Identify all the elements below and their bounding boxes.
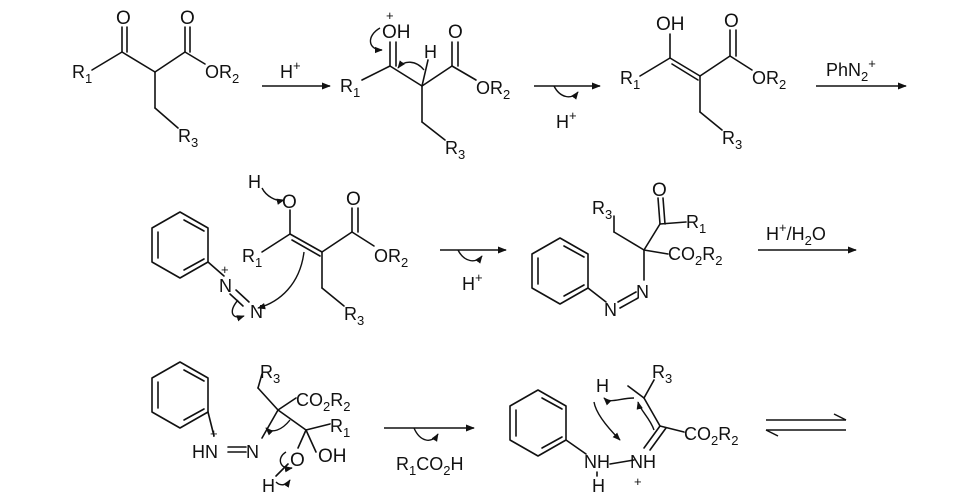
svg-text:R3: R3 [445, 138, 465, 162]
svg-text:OH: OH [382, 22, 411, 43]
svg-text:CO2R2: CO2R2 [668, 244, 722, 268]
hydroxyl-oxygen-label: O [290, 450, 305, 471]
benzene-ring [151, 211, 209, 279]
reaction-arrow-deprotonation-2: H+ [440, 246, 507, 294]
reagent-h-plus: H [280, 62, 293, 82]
svg-text:R1: R1 [686, 212, 706, 236]
nh-label: NH [584, 452, 610, 472]
curved-arrow-icon [369, 27, 383, 54]
svg-text:N: N [246, 442, 259, 462]
protonated-hn-label: HN [192, 442, 218, 462]
reaction-arrow-deprotonation-1: H+ [534, 82, 601, 132]
iminium-nh-label: NH [630, 452, 656, 472]
svg-text:H: H [262, 476, 275, 496]
enol-oxygen-label: O [282, 192, 297, 213]
svg-text:R3: R3 [722, 128, 742, 152]
r1-label: R [72, 62, 85, 82]
reaction-arrow-protonation: H+ [262, 58, 331, 90]
reaction-arrow-diazonium: PhN2+ [816, 56, 907, 90]
curved-arrow-icon [257, 251, 305, 310]
curved-arrow-icon [603, 397, 635, 406]
benzene-ring [151, 361, 209, 429]
enol-oh-label: OH [656, 14, 685, 35]
reaction-arrow-hydrolysis: H+/H2O [758, 220, 857, 254]
molecule-protonated-ketone: OH + H O R1 OR2 R3 [340, 8, 510, 162]
molecule-hydrate-intermediate: HN + N R3 CO2R2 R1 OH O H [151, 361, 350, 496]
svg-text:H+: H+ [556, 108, 577, 132]
curved-arrow-icon [261, 187, 285, 205]
svg-text:R3: R3 [344, 304, 364, 328]
svg-text:+: + [634, 474, 642, 489]
molecule-keto-ester: O O R1 OR2 R3 [72, 8, 239, 150]
curved-arrow-icon [265, 419, 291, 436]
svg-text:O: O [346, 189, 361, 210]
hydroxyl-label: OH [318, 446, 347, 467]
svg-text:H+: H+ [462, 270, 483, 294]
svg-text:N: N [604, 300, 617, 320]
reagent-phenyldiazonium: PhN [826, 60, 861, 80]
svg-text:+: + [221, 262, 229, 277]
benzene-ring [531, 237, 589, 305]
ketone-oxygen-label: O [116, 8, 131, 29]
svg-text:R3: R3 [260, 362, 280, 386]
reaction-arrow-acid-loss: R1CO2H [384, 424, 475, 478]
equilibrium-arrows-icon [765, 413, 847, 437]
svg-text:R3: R3 [592, 198, 612, 222]
curved-arrow-icon [275, 479, 291, 488]
svg-text:OR2: OR2 [476, 78, 510, 102]
curved-arrow-icon [397, 60, 425, 71]
svg-text:OR2: OR2 [752, 68, 786, 92]
r3-label: R [178, 126, 191, 146]
enol-hydrogen-label: H [248, 172, 261, 192]
ester-oxygen-label: O [448, 22, 463, 43]
molecule-hydrazonium: NH H NH + H R3 CO2R2 [509, 362, 738, 496]
curved-arrow-icon [457, 249, 483, 264]
proton-loss-label-2: H [462, 274, 475, 294]
svg-text:O: O [652, 180, 667, 201]
curved-arrow-icon [553, 85, 579, 100]
svg-text:R1: R1 [72, 62, 92, 86]
molecule-enol: OH O R1 OR2 R3 [620, 11, 786, 152]
curved-arrow-icon [593, 401, 621, 441]
svg-text:H+/H2O: H+/H2O [766, 220, 826, 248]
svg-text:H: H [592, 476, 605, 496]
terminal-nitrogen-label: N [250, 302, 263, 322]
diazonium-nitrogen-label: N [219, 276, 232, 296]
plus-charge: + [386, 8, 394, 23]
svg-text:+: + [210, 426, 218, 441]
transferring-hydrogen-label: H [596, 376, 609, 396]
svg-text:R1CO2H: R1CO2H [396, 454, 463, 478]
curved-arrow-icon [413, 427, 439, 442]
reagent-acid-water: H [766, 224, 779, 244]
curved-arrow-icon [231, 299, 245, 322]
svg-text:CO2R2: CO2R2 [684, 424, 738, 448]
carboxylic-acid-loss-label: R [396, 454, 409, 474]
svg-text:R3: R3 [652, 362, 672, 386]
molecule-enol-diazonium-complex: N + N H O O R1 OR2 R3 [151, 172, 408, 328]
svg-text:OR2: OR2 [205, 62, 239, 86]
alpha-hydrogen-label: H [424, 42, 437, 62]
svg-text:CO2R2: CO2R2 [296, 390, 350, 414]
svg-text:R1: R1 [620, 68, 640, 92]
benzene-ring [509, 389, 567, 457]
svg-text:N: N [636, 282, 649, 302]
svg-text:PhN2+: PhN2+ [826, 56, 876, 84]
svg-text:R1: R1 [340, 76, 360, 100]
or2-label: OR [205, 62, 232, 82]
proton-loss-label: H [556, 112, 569, 132]
oxonium-label: OH [382, 22, 411, 43]
svg-text:R3: R3 [178, 126, 198, 150]
svg-text:O: O [724, 11, 739, 32]
svg-text:R1: R1 [330, 416, 350, 440]
svg-text:R1: R1 [242, 246, 262, 270]
ester-group-label: CO [668, 244, 695, 264]
curved-arrow-icon [279, 451, 293, 473]
curved-arrow-icon [636, 401, 655, 431]
svg-text:OR2: OR2 [374, 246, 408, 270]
svg-text:H+: H+ [280, 58, 301, 82]
molecule-azo-compound: N N O R3 R1 CO2R2 [531, 180, 722, 320]
ester-carbonyl-oxygen-label: O [180, 8, 195, 29]
